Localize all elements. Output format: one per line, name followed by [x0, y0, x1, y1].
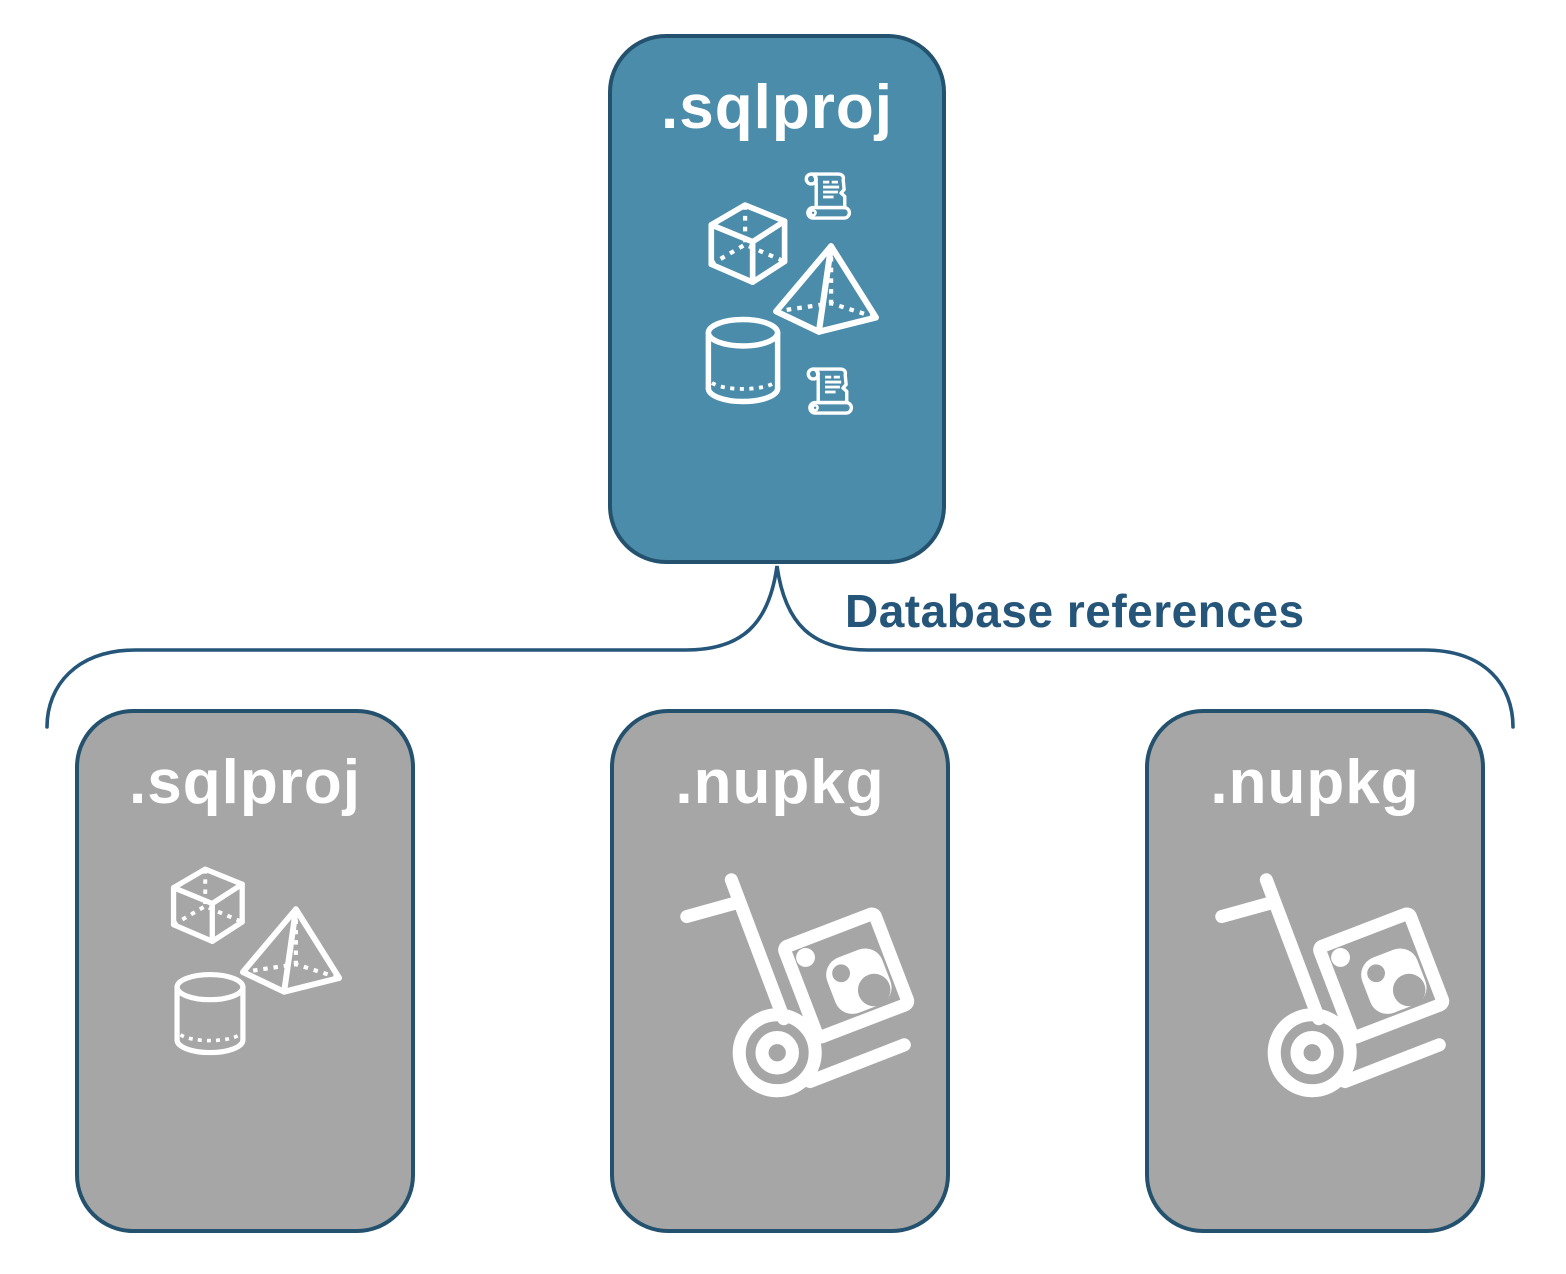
script-scroll-icon	[798, 361, 862, 423]
child-card-nupkg-2: .nupkg	[1145, 709, 1485, 1233]
root-card-sqlproj: .sqlproj	[608, 34, 946, 564]
pyramid-icon	[770, 240, 882, 337]
child-card-title: .nupkg	[1210, 748, 1420, 817]
root-card-title: .sqlproj	[661, 73, 893, 142]
cylinder-icon	[171, 969, 249, 1059]
child-card-title: .nupkg	[675, 748, 885, 817]
child-card-nupkg-1: .nupkg	[610, 709, 950, 1233]
child-card-title: .sqlproj	[129, 748, 361, 817]
package-dolly-icon	[656, 851, 922, 1113]
script-scroll-icon	[796, 166, 860, 228]
child-card-sqlproj: .sqlproj	[75, 709, 415, 1233]
pyramid-icon	[237, 903, 345, 997]
cylinder-icon	[702, 314, 784, 408]
connector-label: Database references	[845, 585, 1305, 637]
package-dolly-icon	[1191, 851, 1457, 1113]
